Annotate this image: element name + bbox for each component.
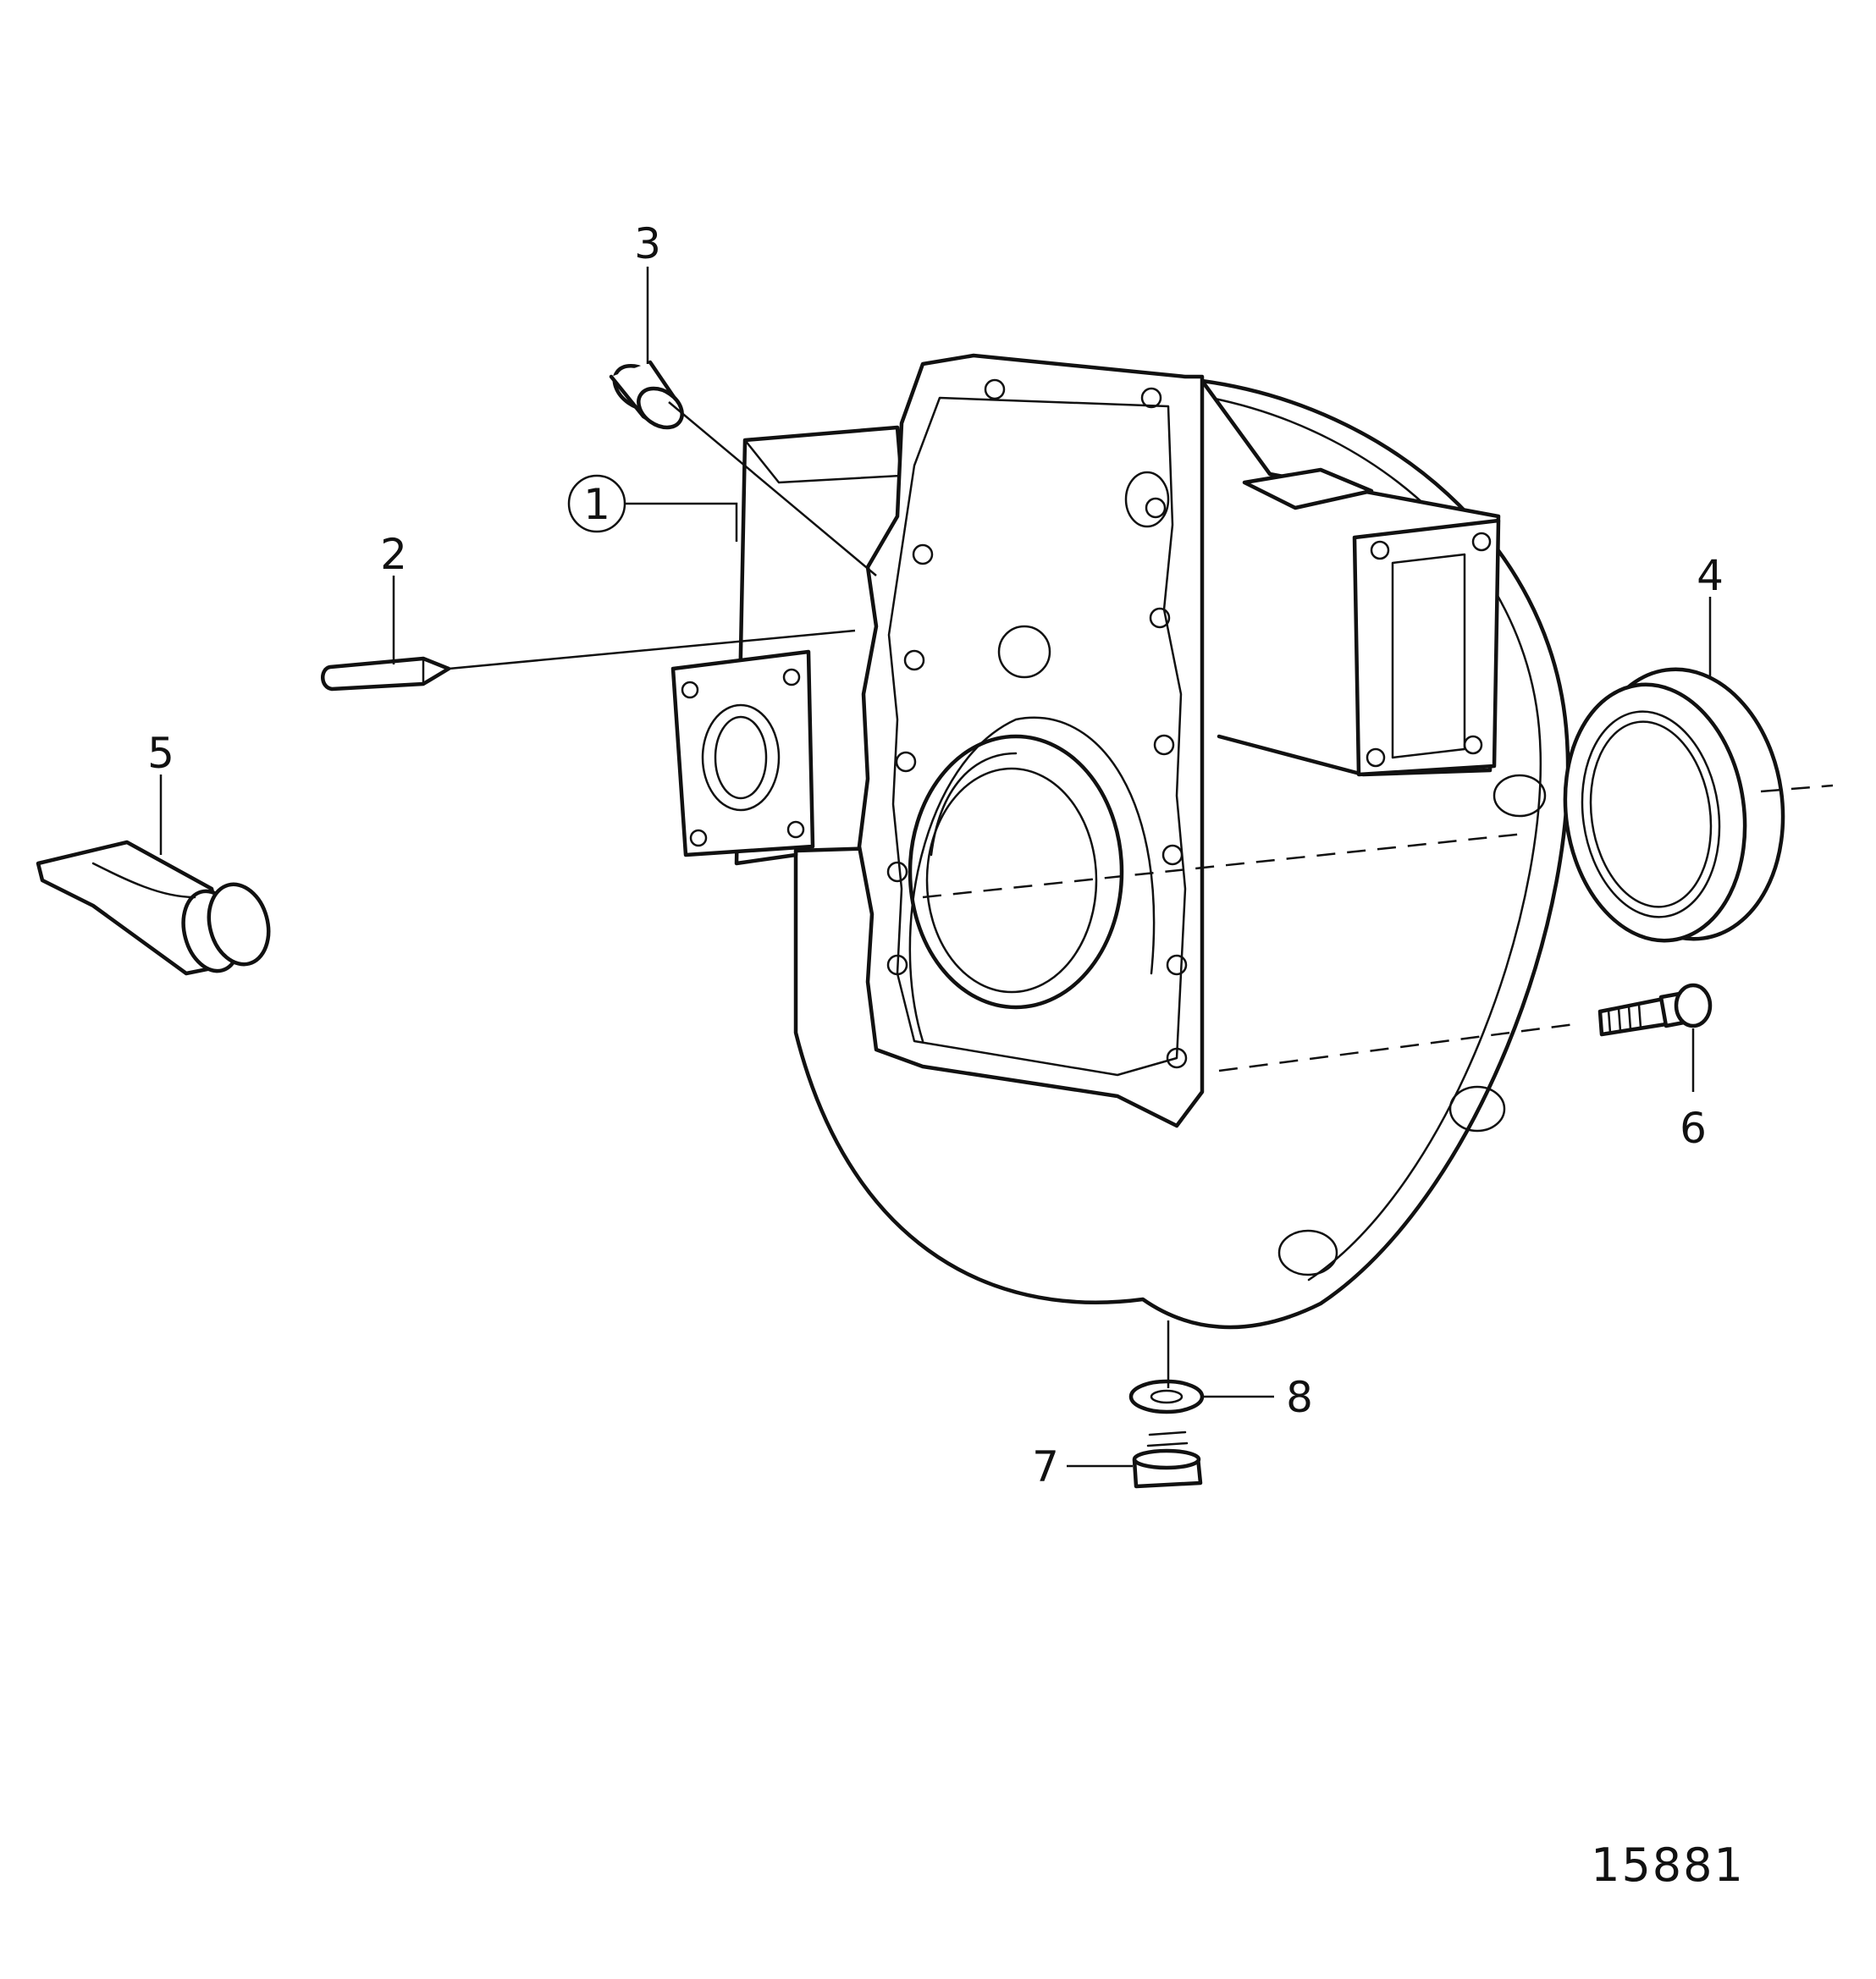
plug-part-3 bbox=[609, 360, 684, 430]
svg-text:2: 2 bbox=[380, 530, 407, 579]
callout-2: 2 bbox=[380, 530, 407, 579]
svg-text:6: 6 bbox=[1680, 1104, 1707, 1153]
callout-5: 5 bbox=[147, 729, 174, 778]
sealant-tube-part-5 bbox=[36, 840, 271, 976]
svg-text:1: 1 bbox=[583, 480, 610, 529]
washer-part-8 bbox=[1128, 1379, 1205, 1414]
callout-7: 7 bbox=[1032, 1442, 1059, 1491]
callout-6: 6 bbox=[1680, 1104, 1707, 1153]
svg-text:3: 3 bbox=[634, 219, 661, 268]
figure-number: 15881 bbox=[1591, 1838, 1745, 1892]
svg-text:5: 5 bbox=[147, 729, 174, 778]
callout-3: 3 bbox=[634, 219, 661, 268]
seal-ring-part-4 bbox=[1563, 667, 1785, 943]
svg-text:4: 4 bbox=[1697, 551, 1724, 600]
callout-1: 1 bbox=[567, 474, 626, 533]
drain-plug-part-7 bbox=[1132, 1431, 1203, 1489]
callout-4: 4 bbox=[1697, 551, 1724, 600]
dowel-pin-part-2 bbox=[321, 656, 451, 692]
svg-text:8: 8 bbox=[1286, 1373, 1313, 1422]
svg-text:7: 7 bbox=[1032, 1442, 1059, 1491]
flywheel-housing bbox=[670, 353, 1570, 1330]
callout-8: 8 bbox=[1286, 1373, 1313, 1422]
bolt-part-6 bbox=[1597, 983, 1713, 1037]
